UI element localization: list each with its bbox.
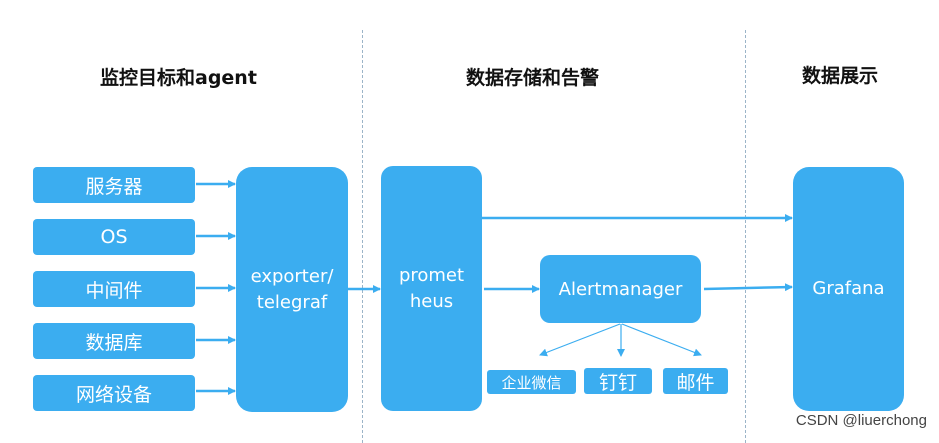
arrow-alertmanager-to-wechat	[539, 323, 621, 357]
target-box-network-device: 网络设备	[33, 375, 195, 411]
grafana-label: Grafana	[812, 278, 885, 299]
target-box-database: 数据库	[33, 323, 195, 359]
prometheus-label-line2: heus	[409, 290, 454, 312]
alertmanager-box: Alertmanager	[540, 255, 701, 323]
target-label-server: 服务器	[85, 175, 143, 198]
notifier-label-wechat-work: 企业微信	[501, 373, 562, 392]
target-label-database: 数据库	[85, 331, 143, 354]
target-box-middleware: 中间件	[33, 271, 195, 307]
target-label-network-device: 网络设备	[75, 383, 152, 406]
target-box-server: 服务器	[33, 167, 195, 203]
target-label-os: OS	[100, 226, 128, 248]
exporter-label-line1: exporter/	[250, 265, 334, 287]
section-divider-left	[362, 30, 363, 443]
arrow-alertmanager-to-email	[621, 323, 702, 357]
notifier-box-wechat-work: 企业微信	[487, 370, 576, 394]
heading-monitor-targets: 监控目标和agent	[100, 67, 257, 89]
target-box-os: OS	[33, 219, 195, 255]
notifier-box-dingtalk: 钉钉	[584, 368, 652, 394]
notifier-label-email: 邮件	[676, 371, 715, 394]
exporter-label-line2: telegraf	[256, 291, 328, 313]
section-divider-right	[745, 30, 746, 443]
arrow-alertmanager-to-grafana	[703, 283, 793, 292]
prometheus-label-line1: promet	[398, 264, 465, 286]
notifier-box-email: 邮件	[663, 368, 728, 394]
notifier-label-dingtalk: 钉钉	[598, 371, 637, 394]
csdn-watermark: CSDN @liuerchong	[795, 412, 927, 429]
heading-storage-alerting: 数据存储和告警	[466, 67, 600, 89]
exporter-telegraf-box: exporter/ telegraf	[236, 167, 348, 412]
grafana-box: Grafana	[793, 167, 904, 411]
prometheus-box: promet heus	[381, 166, 482, 411]
heading-data-display: 数据展示	[802, 65, 879, 87]
target-label-middleware: 中间件	[85, 279, 143, 302]
alertmanager-label: Alertmanager	[558, 278, 683, 300]
